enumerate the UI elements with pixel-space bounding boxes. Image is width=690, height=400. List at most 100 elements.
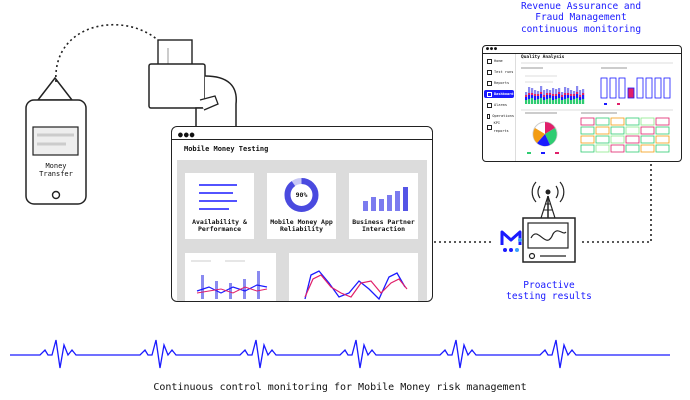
- sidebar-item-home[interactable]: Home: [484, 57, 514, 65]
- stacked-bar-segment: [543, 95, 546, 97]
- stacked-bar-segment: [552, 88, 555, 94]
- heatmap-cell: [640, 117, 655, 126]
- sidebar-item-label: Dashboard: [494, 92, 514, 96]
- stacked-bar-segment: [525, 97, 528, 100]
- stacked-bar-segment: [549, 98, 552, 104]
- stacked-bar-segment: [579, 100, 582, 104]
- donut-chart-icon: [284, 178, 319, 212]
- card-hand-icon: [148, 39, 237, 129]
- stacked-bar-segment: [564, 87, 567, 93]
- pie-chart: [525, 112, 559, 154]
- main-window: ●●● Mobile Money Testing Availability & …: [171, 126, 433, 302]
- stacked-bar-segment: [576, 86, 579, 92]
- card-line-chart[interactable]: [289, 253, 418, 301]
- mini-bar-line-chart: [191, 260, 268, 299]
- heatmap-cell: [610, 135, 625, 144]
- stacked-bar-segment: [564, 93, 567, 95]
- card-reliability-label1: Mobile Money App: [270, 218, 333, 226]
- sidebar-item-label: KPI reports: [493, 121, 509, 133]
- stacked-bar-segment: [570, 100, 573, 104]
- stacked-bar-segment: [537, 96, 540, 99]
- heatmap-cell: [640, 144, 655, 153]
- stacked-bar-segment: [525, 95, 528, 97]
- stacked-bar-segment: [531, 98, 534, 104]
- stacked-bar-segment: [528, 93, 531, 95]
- stacked-bar-segment: [564, 95, 567, 99]
- outlined-bar: [600, 77, 608, 99]
- stacked-bar-segment: [549, 95, 552, 98]
- heatmap-cell: [655, 126, 670, 135]
- phone-to-card-connector: [55, 23, 163, 83]
- device-to-dashboard-connector: [582, 162, 652, 243]
- window-controls: ●●●: [178, 130, 196, 139]
- stacked-bar-segment: [555, 99, 558, 104]
- stacked-bar-segment: [558, 92, 561, 94]
- heatmap-chart: [580, 112, 670, 153]
- stacked-bar-segment: [534, 100, 537, 104]
- stacked-bar-segment: [561, 97, 564, 100]
- heatmap-cell: [580, 144, 595, 153]
- card-reliability[interactable]: 90% Mobile Money App Reliability: [267, 173, 336, 239]
- brand-logo-icon: [500, 230, 522, 252]
- heatmap-cell: [640, 135, 655, 144]
- stacked-bar-segment: [540, 94, 543, 98]
- dashboard-window-controls: ●●●: [486, 46, 499, 52]
- outlined-bar: [609, 77, 617, 99]
- bar-chart-icon: [363, 187, 408, 211]
- menu-lines-icon: [199, 184, 237, 210]
- stacked-bar-segment: [567, 95, 570, 98]
- sidebar-item-operations[interactable]: Operations: [484, 112, 514, 120]
- sidebar-item-icon: [487, 69, 492, 75]
- stacked-bar-segment: [531, 95, 534, 98]
- stacked-bar-segment: [528, 95, 531, 99]
- stacked-bar-segment: [540, 86, 543, 92]
- stacked-bar-segment: [546, 93, 549, 95]
- stacked-bar-segment: [549, 90, 552, 93]
- stacked-bar-segment: [573, 94, 576, 96]
- sidebar-item-icon: [487, 113, 491, 119]
- outlined-bar: [654, 77, 662, 99]
- stacked-bar-segment: [543, 97, 546, 100]
- sidebar-item-icon: [487, 102, 492, 108]
- stacked-bar-segment: [579, 97, 582, 100]
- stacked-bar-segment: [552, 100, 555, 104]
- stacked-bar-segment: [573, 96, 576, 99]
- card-bar-line-chart[interactable]: [185, 253, 276, 301]
- sidebar-item-icon: [487, 124, 492, 130]
- stacked-bar-segment: [579, 90, 582, 95]
- heatmap-cell: [625, 144, 640, 153]
- phone-label-line2: Transfer: [39, 170, 73, 179]
- card-partner-label2: Interaction: [361, 225, 406, 234]
- heatmap-cell: [580, 126, 595, 135]
- outlined-bars-chart: [600, 67, 671, 105]
- stacked-bar-segment: [534, 96, 537, 100]
- sidebar-item-dashboard[interactable]: Dashboard: [484, 90, 514, 98]
- stacked-bar-segment: [537, 94, 540, 96]
- stacked-bar-segment: [576, 94, 579, 98]
- heatmap-cell: [655, 144, 670, 153]
- outlined-bar: [627, 87, 635, 99]
- sidebar-item-label: Reports: [494, 81, 510, 85]
- dashboard-heading-line2: Fraud Management: [535, 12, 627, 24]
- sidebar-item-kpi-reports[interactable]: KPI reports: [484, 121, 514, 133]
- stacked-bar-segment: [552, 94, 555, 96]
- stacked-bar-segment: [558, 98, 561, 104]
- sidebar-item-test-runs[interactable]: Test runs: [484, 68, 514, 76]
- card-availability[interactable]: Availability & Performance: [185, 173, 254, 239]
- heatmap-cell: [595, 135, 610, 144]
- stacked-bar-segment: [573, 91, 576, 94]
- stacked-bar-segment: [546, 95, 549, 99]
- dashboard-heading: Revenue Assurance and Fraud Management c…: [486, 1, 676, 35]
- stacked-bar-segment: [546, 99, 549, 104]
- sidebar-item-alarms[interactable]: Alarms: [484, 101, 514, 109]
- sidebar-item-label: Operations: [492, 114, 514, 118]
- heatmap-cell: [610, 117, 625, 126]
- sidebar-item-reports[interactable]: Reports: [484, 79, 514, 87]
- stacked-bar-segment: [576, 98, 579, 104]
- sidebar-item-label: Test runs: [494, 70, 514, 74]
- stacked-bar-segment: [561, 100, 564, 104]
- card-partner[interactable]: Business Partner Interaction: [349, 173, 418, 239]
- outlined-bar: [618, 77, 626, 99]
- stacked-bar-segment: [531, 88, 534, 93]
